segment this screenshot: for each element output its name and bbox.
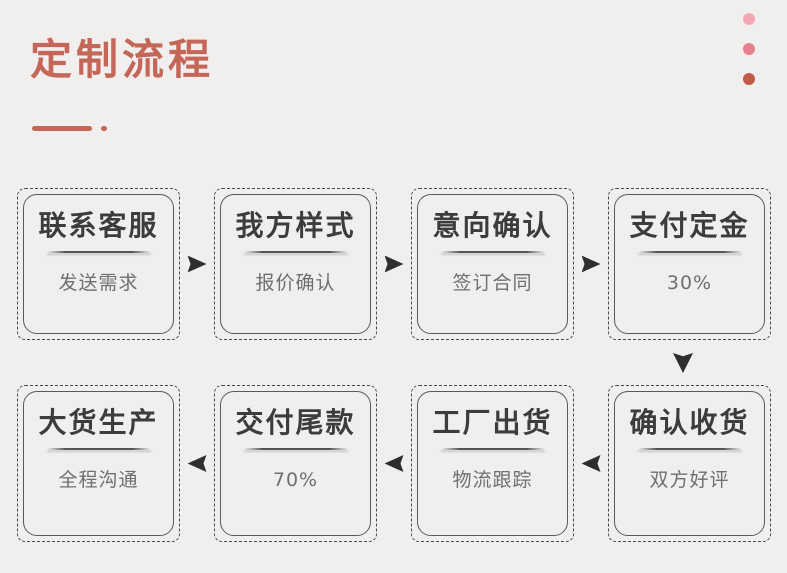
step-divider [440,448,545,450]
step-box-intent: 意向确认 签订合同 [411,188,574,340]
step-title: 我方样式 [235,209,356,242]
step-title: 确认收货 [629,406,750,439]
step-subtitle: 发送需求 [58,272,139,294]
step-box-deposit: 支付定金 30% [608,188,771,340]
flow-row-1: 联系客服 发送需求 我方样式 报价确认 意向确认 签订合同 支付定金 [17,188,771,340]
title-underline-bar [32,126,92,131]
step-divider [46,251,151,253]
step-subtitle: 双方好评 [649,469,730,491]
arrow-down-icon [673,353,693,373]
page-title: 定制流程 [30,35,215,84]
arrow-right-icon [187,255,207,273]
step-box-contact: 联系客服 发送需求 [17,188,180,340]
step-divider [440,251,545,253]
step-divider [243,448,348,450]
step-divider [46,448,151,450]
step-divider [637,251,742,253]
deco-dot-dark-icon [743,73,755,85]
step-subtitle: 报价确认 [255,272,336,294]
step-subtitle: 30% [666,272,713,294]
step-subtitle: 签订合同 [452,272,533,294]
step-title: 支付定金 [629,209,750,242]
step-title: 交付尾款 [235,406,356,439]
decorative-dots [743,13,755,85]
deco-dot-light-icon [743,13,755,25]
step-subtitle: 物流跟踪 [452,469,533,491]
step-divider [243,251,348,253]
arrow-left-icon [187,455,207,472]
title-underline [32,126,112,131]
step-divider [637,448,742,450]
deco-dot-mid-icon [743,43,755,55]
arrow-left-icon [581,455,601,472]
step-subtitle: 70% [272,469,319,491]
step-subtitle: 全程沟通 [58,469,139,491]
step-title: 工厂出货 [432,406,553,439]
step-title: 大货生产 [38,406,159,439]
arrow-left-icon [384,455,404,472]
arrow-right-icon [581,255,601,273]
title-underline-dot [101,126,107,131]
step-title: 意向确认 [432,209,553,242]
arrow-right-icon [384,255,404,273]
flow-row-2: 大货生产 全程沟通 交付尾款 70% 工厂出货 物流跟踪 确认收货 [17,385,771,542]
step-box-receipt: 确认收货 双方好评 [608,385,771,542]
step-box-sample: 我方样式 报价确认 [214,188,377,340]
step-title: 联系客服 [38,209,159,242]
step-box-balance: 交付尾款 70% [214,385,377,542]
step-box-shipment: 工厂出货 物流跟踪 [411,385,574,542]
step-box-production: 大货生产 全程沟通 [17,385,180,542]
